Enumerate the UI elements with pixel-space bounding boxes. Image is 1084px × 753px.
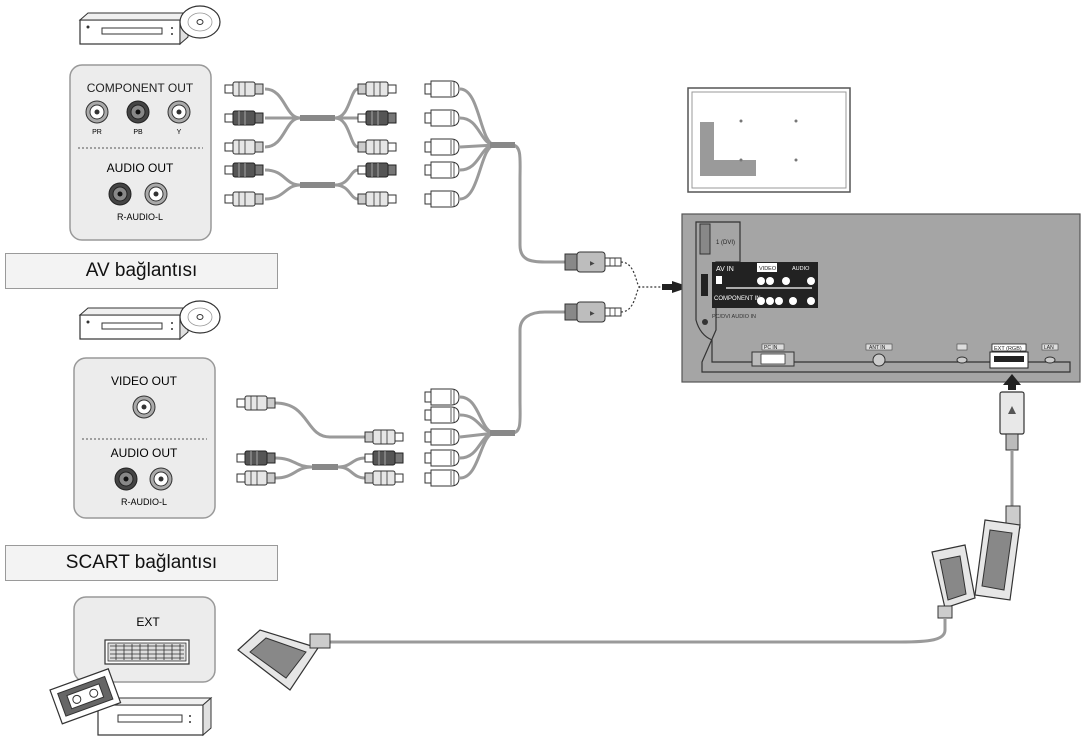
pb-jack-icon (126, 100, 150, 124)
av-plugs-mid (364, 429, 404, 486)
r-audio-l-2-label: R-AUDIO-L (121, 497, 167, 507)
av-audio-r-jack-icon (114, 467, 138, 491)
av-jack-icon (564, 301, 622, 323)
audio-r-jack-icon (108, 182, 132, 206)
pr-label: PR (92, 129, 102, 136)
y-jack-icon (167, 100, 191, 124)
r-audio-l-label: R-AUDIO-L (117, 212, 163, 222)
av-plugs-left (236, 395, 276, 486)
arrow-to-tv-icon (672, 281, 690, 293)
component-plugs-mid (357, 81, 397, 207)
video-out-label: VIDEO OUT (111, 374, 178, 388)
component-adapter-plugs (424, 80, 460, 208)
audio-out-2-label: AUDIO OUT (111, 446, 178, 460)
audio-l-jack-icon (144, 182, 168, 206)
ext-rgb-port-label: EXT (RGB) (994, 346, 1022, 352)
tv-rear-outline-icon (687, 87, 851, 193)
ant-in-port-label: ANT IN (869, 345, 886, 351)
av-audio-l-jack-icon (149, 467, 173, 491)
component-cable (264, 87, 565, 264)
pr-jack-icon (85, 100, 109, 124)
scart-connection-label: SCART bağlantısı (5, 545, 278, 581)
audio-out-label: AUDIO OUT (107, 161, 174, 175)
component-panel: COMPONENT OUT PR PB Y AUDIO OUT R-AUDIO-… (69, 64, 212, 241)
lan-port-label: LAN (1044, 345, 1054, 351)
av-cable (274, 310, 565, 480)
av-in-port-label: AV IN (716, 266, 734, 273)
dvd-player-icon (79, 5, 221, 45)
ext-label: EXT (136, 615, 160, 629)
av-panel: VIDEO OUT AUDIO OUT R-AUDIO-L (73, 357, 216, 519)
video-port-label: VIDEO (759, 266, 777, 272)
vcr-player-icon (49, 668, 213, 737)
scart-adapter-icon (999, 391, 1025, 451)
scart-plug-left-icon (931, 544, 976, 619)
arrow-to-ext-icon (1003, 374, 1021, 385)
av-connection-label: AV bağlantısı (5, 253, 278, 289)
av-adapter-plugs (424, 388, 460, 487)
hdmi-port-label: 1 (DVI) (716, 240, 735, 246)
component-in-port-label: COMPONENT IN (714, 296, 761, 302)
scart-panel: EXT (73, 596, 216, 683)
pc-dvi-audio-in-label: PC/DVI AUDIO IN (712, 314, 756, 320)
scart-socket-icon (104, 639, 190, 665)
av-player-icon (79, 300, 221, 340)
tv-connector-panel: 1 (DVI) AV IN VIDEO AUDIO COMPONENT IN P… (681, 213, 1081, 383)
pc-in-port-label: PC IN (764, 345, 778, 351)
dotted-link (620, 261, 672, 313)
y-label: Y (177, 129, 182, 136)
component-plugs-left (224, 81, 264, 207)
component-out-label: COMPONENT OUT (87, 81, 194, 95)
scart-plug-right-icon (974, 505, 1021, 601)
scart-plug-bottom-icon (237, 629, 331, 691)
component-jack-icon (564, 251, 622, 273)
audio-port-label: AUDIO (792, 266, 810, 272)
scart-cable-long (330, 618, 947, 644)
video-jack-icon (132, 395, 156, 419)
pb-label: PB (133, 129, 143, 136)
